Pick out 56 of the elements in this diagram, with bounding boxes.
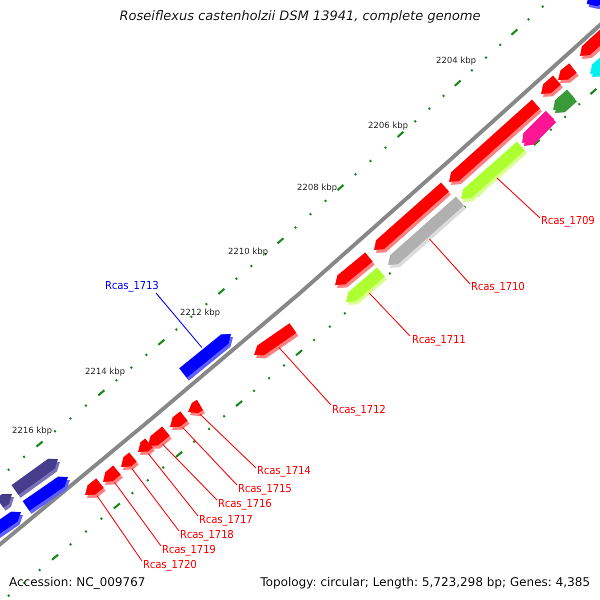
scale-label: 2214 kbp <box>85 367 126 377</box>
leader-line <box>496 177 540 218</box>
leader-line <box>156 292 202 348</box>
gene-block <box>586 0 600 10</box>
scale-label: 2210 kbp <box>228 247 268 257</box>
gene-block <box>553 90 577 113</box>
gene-block <box>558 63 579 83</box>
scale-label: 2206 kbp <box>368 121 408 131</box>
scale-label: 2216 kbp <box>12 426 52 436</box>
leader-line <box>96 495 142 562</box>
gene-block <box>85 478 106 498</box>
gene-block <box>461 142 527 202</box>
gene-label: Rcas_1717 <box>199 513 253 526</box>
leader-line <box>199 414 256 468</box>
gene-label: Rcas_1718 <box>180 528 234 541</box>
gene-label: Rcas_1715 <box>238 482 292 495</box>
gene-label: Rcas_1712 <box>332 403 386 416</box>
leader-line <box>131 468 180 532</box>
gene-label: Rcas_1720 <box>143 558 197 571</box>
scale-label: 2204 kbp <box>436 56 476 66</box>
leader-line <box>162 444 218 500</box>
leader-line <box>114 482 162 546</box>
gene-block <box>179 334 233 381</box>
leader-line <box>428 238 470 284</box>
gene-block <box>254 323 298 358</box>
gene-block <box>580 30 600 59</box>
gene-block <box>170 411 190 430</box>
gene-block <box>541 76 563 97</box>
diagram-title: Roseiflexus castenholzii DSM 13941, complete genome <box>118 9 482 24</box>
gene-block <box>103 465 123 485</box>
gene-block <box>388 196 466 268</box>
scale-label: 2212 kbp <box>180 308 220 318</box>
gene-label: Rcas_1709 <box>541 214 595 227</box>
gene-block <box>138 438 155 455</box>
gene-label: Rcas_1711 <box>412 333 466 346</box>
gene-label: Rcas_1713 <box>105 279 159 292</box>
gene-label: Rcas_1719 <box>162 543 216 556</box>
gene-label: Rcas_1714 <box>257 464 311 477</box>
gene-block <box>188 400 205 416</box>
gene-label: Rcas_1710 <box>471 280 525 293</box>
leader-line <box>368 292 410 336</box>
leader-line <box>182 426 238 486</box>
footer-text: Accession: NC_009767 <box>9 575 146 589</box>
gene-block <box>22 476 70 514</box>
scale-label: 2208 kbp <box>297 183 338 193</box>
gene-block <box>590 57 600 77</box>
gene-block <box>0 494 14 511</box>
leader-line <box>148 453 198 516</box>
footer-text: Topology: circular; Length: 5,723,298 bp; Genes: 4,385 <box>260 575 590 589</box>
leader-line <box>278 346 332 406</box>
gene-block <box>522 110 556 146</box>
gene-label: Rcas_1716 <box>218 497 272 510</box>
gene-block <box>148 426 172 449</box>
gene-block <box>121 452 139 470</box>
gene-block <box>346 267 387 305</box>
gene-block <box>0 512 23 538</box>
